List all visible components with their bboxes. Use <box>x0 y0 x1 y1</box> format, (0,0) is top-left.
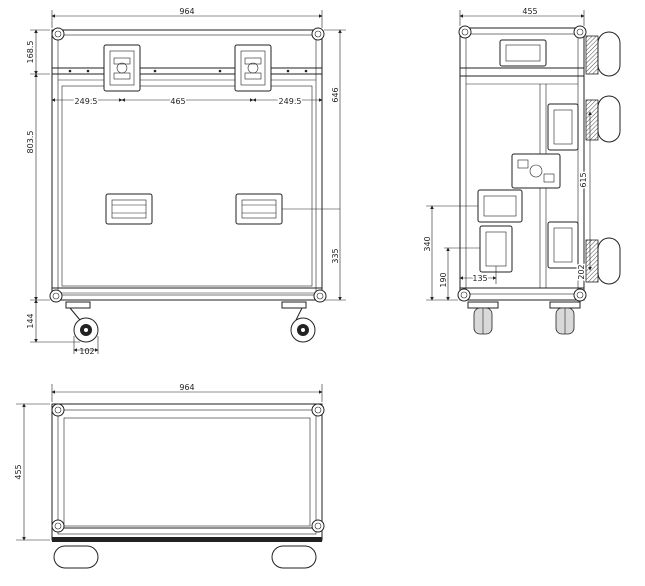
side-caster-left <box>467 301 499 335</box>
side-caster-right <box>549 301 581 335</box>
lid-height-label: 168.5 <box>26 41 35 64</box>
front-width-label: 964 <box>179 7 194 16</box>
latch-left <box>103 44 141 92</box>
handle-spacing-mid-label: 465 <box>170 97 185 106</box>
handle-spacing-left-label: 249.5 <box>75 97 98 106</box>
top-caster-left <box>53 545 99 569</box>
side-handle-height-label: 335 <box>331 248 340 263</box>
top-base-strip <box>52 537 322 542</box>
side-340-label: 340 <box>423 236 432 251</box>
corner-ball-tl <box>51 27 65 41</box>
side-135-label: 135 <box>472 274 487 283</box>
latch-right <box>234 44 272 92</box>
caster-left <box>65 301 99 343</box>
side-depth-label: 455 <box>522 7 537 16</box>
side-view: 455 615 202 340 190 135 <box>422 7 621 335</box>
side-202-label: 202 <box>577 264 586 279</box>
rivets <box>68 69 308 73</box>
side-615-label: 615 <box>579 172 588 187</box>
front-view: 964 168.5 803.5 144 102 249.5 465 249.5 … <box>26 7 346 356</box>
handle-left <box>105 193 153 225</box>
top-caster-right <box>271 545 317 569</box>
corner-ball-br <box>313 289 327 303</box>
body-height-label: 803.5 <box>26 131 35 154</box>
corner-ball-bl <box>49 289 63 303</box>
bumper-bottom <box>585 237 621 285</box>
caster-offset-label: 102 <box>79 347 94 356</box>
top-width-label: 964 <box>179 383 194 392</box>
side-190-label: 190 <box>439 272 448 287</box>
bumper-top <box>585 31 621 77</box>
top-view: 964 455 <box>14 383 325 569</box>
bumper-middle <box>585 95 621 143</box>
handle-spacing-right-label: 249.5 <box>279 97 302 106</box>
caster-right <box>281 301 316 343</box>
handle-right <box>235 193 283 225</box>
caster-height-label: 144 <box>26 313 35 328</box>
top-depth-label: 455 <box>14 464 23 479</box>
corner-ball-tr <box>311 27 325 41</box>
total-height-label: 646 <box>331 87 340 102</box>
